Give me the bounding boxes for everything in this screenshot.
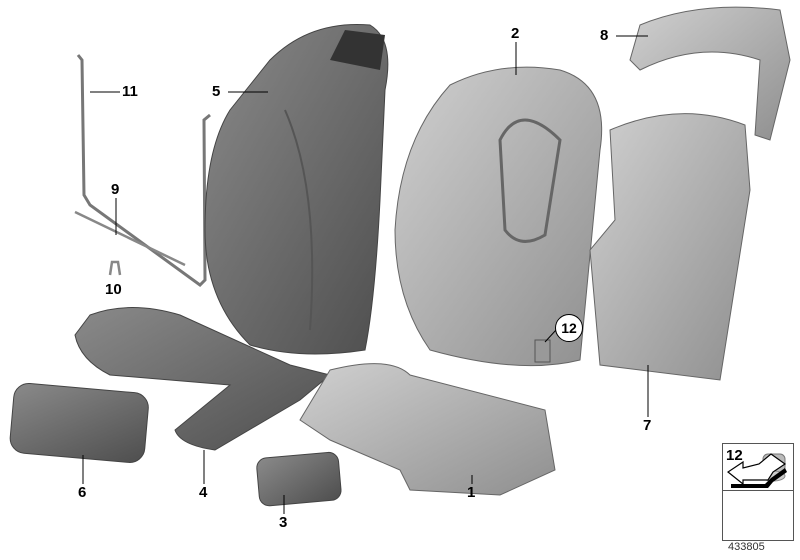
headrest-trim-part-8 (629, 6, 791, 141)
back-panel-part-7 (589, 113, 751, 381)
seat-cover-part-4 (74, 307, 332, 451)
bolster-pad-part-6 (9, 382, 149, 463)
label-part-2: 2 (511, 25, 520, 42)
clip-part-12 (534, 339, 551, 363)
wire-part-11 (76, 54, 211, 287)
label-part-11: 11 (122, 83, 138, 100)
diagram-number: 433805 (728, 541, 765, 553)
direction-arrow-icon (726, 453, 787, 488)
backrest-cover-part-5 (204, 23, 389, 355)
label-part-3: 3 (279, 514, 288, 531)
label-part-7: 7 (643, 417, 652, 434)
legend-box: 12 (722, 443, 794, 541)
label-part-1: 1 (467, 484, 476, 501)
rod-part-9 (74, 210, 186, 267)
seat-foam-part-1 (299, 363, 556, 496)
clip-part-10 (108, 260, 122, 276)
legend-part-number: 12 (726, 447, 743, 464)
label-part-12: 12 (555, 314, 583, 342)
label-part-6: 6 (78, 484, 87, 501)
label-part-5: 5 (212, 83, 221, 100)
label-part-8: 8 (600, 27, 609, 44)
label-part-9: 9 (111, 181, 120, 198)
label-part-10: 10 (105, 281, 122, 298)
leader-lines (82, 35, 649, 514)
backrest-foam-part-2 (394, 66, 603, 367)
label-part-4: 4 (199, 484, 208, 501)
bolster-pad-part-3 (256, 451, 342, 507)
